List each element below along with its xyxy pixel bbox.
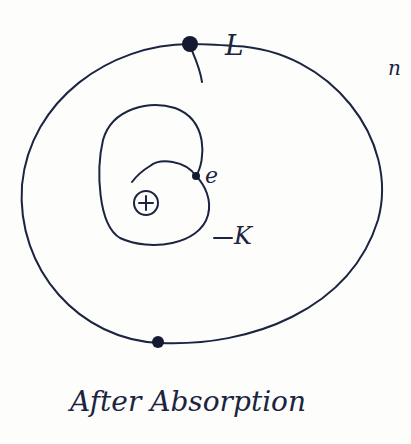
- inner-orbit: [99, 105, 209, 245]
- shell-label: L: [225, 32, 244, 60]
- electron-dot: [182, 36, 198, 52]
- outer-orbit: [22, 44, 382, 343]
- cut-note: n: [388, 58, 401, 78]
- shell-label: K: [234, 224, 252, 248]
- pointer-line: [214, 237, 232, 239]
- electron-label: e: [205, 165, 218, 187]
- nucleus: [134, 191, 158, 215]
- caption-note: After Absorption: [70, 388, 306, 416]
- plus-sign: [139, 196, 153, 210]
- electron-dot: [152, 336, 164, 348]
- electron-dot: [192, 172, 200, 180]
- jump-path: [132, 161, 196, 182]
